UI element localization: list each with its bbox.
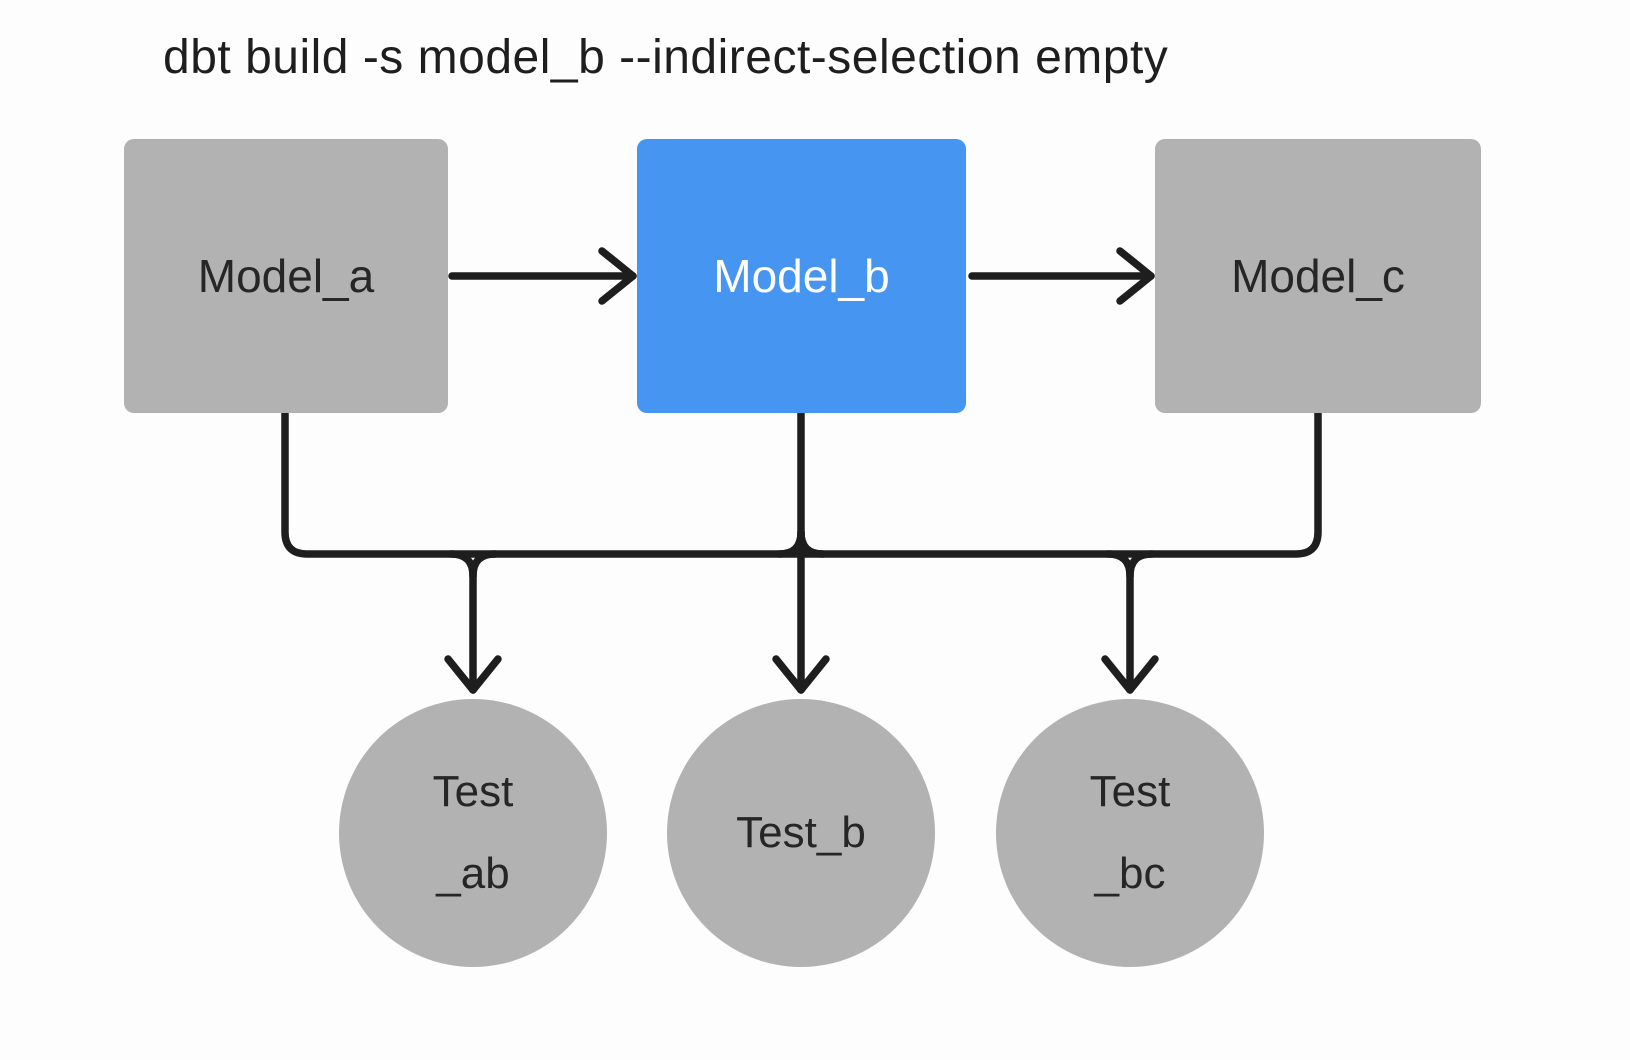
node-test-ab-label-line2: _ab	[436, 849, 510, 898]
node-test-bc-label: Test _bc	[1090, 751, 1171, 915]
node-test-ab-label: Test _ab	[433, 751, 514, 915]
node-model-c: Model_c	[1155, 139, 1481, 413]
command-title: dbt build -s model_b --indirect-selectio…	[163, 31, 1169, 84]
node-model-b-label: Model_b	[713, 250, 890, 302]
node-test-bc: Test _bc	[996, 699, 1264, 967]
node-model-a: Model_a	[124, 139, 448, 413]
edge-to-test-bc-right-fillet	[1126, 550, 1156, 580]
node-test-ab: Test _ab	[339, 699, 607, 967]
edge-model-b-branch-right-fillet	[797, 528, 827, 558]
node-model-c-label: Model_c	[1231, 250, 1405, 302]
node-test-b-label: Test_b	[736, 808, 866, 857]
node-test-b: Test_b	[667, 699, 935, 967]
node-test-ab-label-line1: Test	[432, 767, 514, 816]
node-model-b: Model_b	[637, 139, 966, 413]
edge-to-test-ab-right-fillet	[469, 550, 499, 580]
node-test-bc-label-line2: _bc	[1094, 849, 1166, 898]
node-model-a-label: Model_a	[197, 250, 375, 302]
node-test-bc-label-line1: Test	[1089, 767, 1171, 816]
